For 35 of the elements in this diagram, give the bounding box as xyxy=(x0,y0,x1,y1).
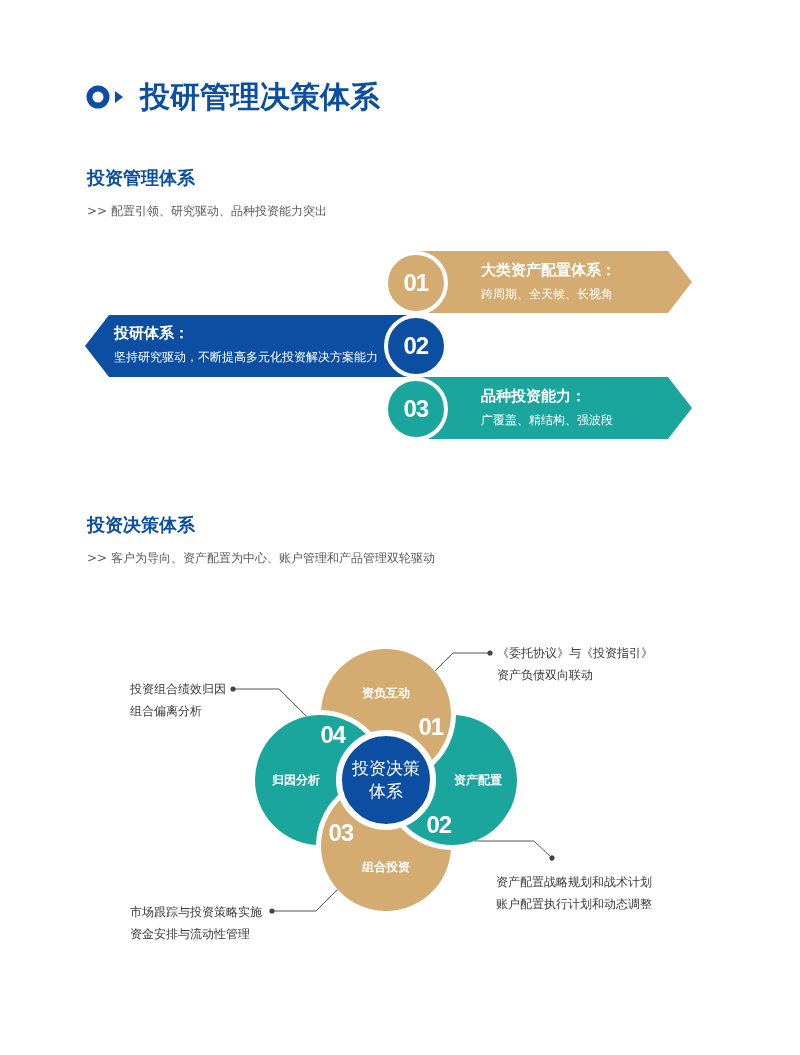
section-subtitle: >> 客户为导向、资产配置为中心、账户管理和产品管理双轮驱动 xyxy=(87,550,435,566)
step-number: 02 xyxy=(403,334,429,358)
section-heading: 投资决策体系 xyxy=(87,513,195,536)
leader-line xyxy=(434,650,493,672)
petal-label: 资产配置 xyxy=(454,772,502,788)
petal-number: 01 xyxy=(418,715,444,739)
petal-number: 04 xyxy=(320,723,346,747)
callout-text: 组合偏离分析 xyxy=(130,703,202,720)
banner-heading: 品种投资能力： xyxy=(481,386,586,406)
page-title: 投研管理决策体系 xyxy=(140,79,380,115)
callout-text: 资产负债双向联动 xyxy=(497,667,593,684)
petal-label: 组合投资 xyxy=(362,859,410,875)
callout-text: 账户配置执行计划和动态调整 xyxy=(496,896,652,913)
petal-number: 02 xyxy=(426,813,452,837)
petal-number: 03 xyxy=(328,821,354,845)
callout-text: 市场跟踪与投资策略实施 xyxy=(130,904,262,921)
petal-label: 归因分析 xyxy=(272,772,320,788)
callout-text: 资金安排与流动性管理 xyxy=(130,926,250,943)
banner-text: 坚持研究驱动，不断提高多元化投资解决方案能力 xyxy=(114,349,378,365)
step-number: 03 xyxy=(403,397,429,421)
section-subtitle: >> 配置引领、研究驱动、品种投资能力突出 xyxy=(87,203,327,219)
section-heading: 投资管理体系 xyxy=(87,166,195,189)
callout-text: 《委托协议》与《投资指引》 xyxy=(497,645,653,662)
banner-heading: 投研体系： xyxy=(114,323,189,343)
petal-label: 资负互动 xyxy=(362,685,410,701)
banner-text: 广覆盖、精结构、强波段 xyxy=(481,412,613,428)
callout-text: 投资组合绩效归因 xyxy=(130,681,226,698)
callout-text: 资产配置战略规划和战术计划 xyxy=(496,874,652,891)
step-number: 01 xyxy=(403,271,429,295)
leader-line xyxy=(230,686,307,717)
leader-line xyxy=(473,840,555,861)
banner-text: 跨周期、全天候、长视角 xyxy=(481,286,613,302)
leader-line xyxy=(269,888,339,914)
center-title: 投资决策体系 xyxy=(351,757,422,803)
banner-heading: 大类资产配置体系： xyxy=(481,260,616,280)
